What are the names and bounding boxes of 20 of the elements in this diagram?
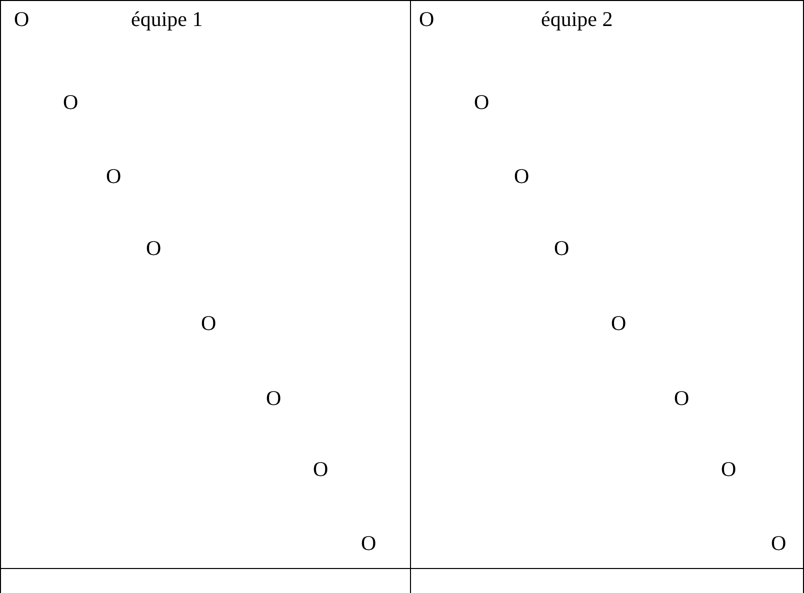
player-marker: O <box>474 92 490 113</box>
player-marker: O <box>106 166 122 187</box>
player-marker: O <box>611 313 626 334</box>
table-column <box>0 0 410 593</box>
player-marker: O <box>674 388 690 409</box>
player-marker: O <box>146 238 162 259</box>
player-marker: O <box>266 388 282 409</box>
player-marker: O <box>14 9 30 30</box>
player-marker: O <box>771 533 786 554</box>
player-marker: O <box>361 533 376 554</box>
player-marker: O <box>419 9 434 30</box>
table-column <box>410 0 804 593</box>
player-marker: O <box>721 459 736 480</box>
player-marker: O <box>63 92 78 113</box>
column-heading: équipe 1 <box>131 9 203 30</box>
column-heading: équipe 2 <box>541 9 613 30</box>
player-marker: O <box>201 313 216 334</box>
player-marker: O <box>313 459 328 480</box>
player-marker: O <box>514 166 530 187</box>
player-marker: O <box>554 238 570 259</box>
